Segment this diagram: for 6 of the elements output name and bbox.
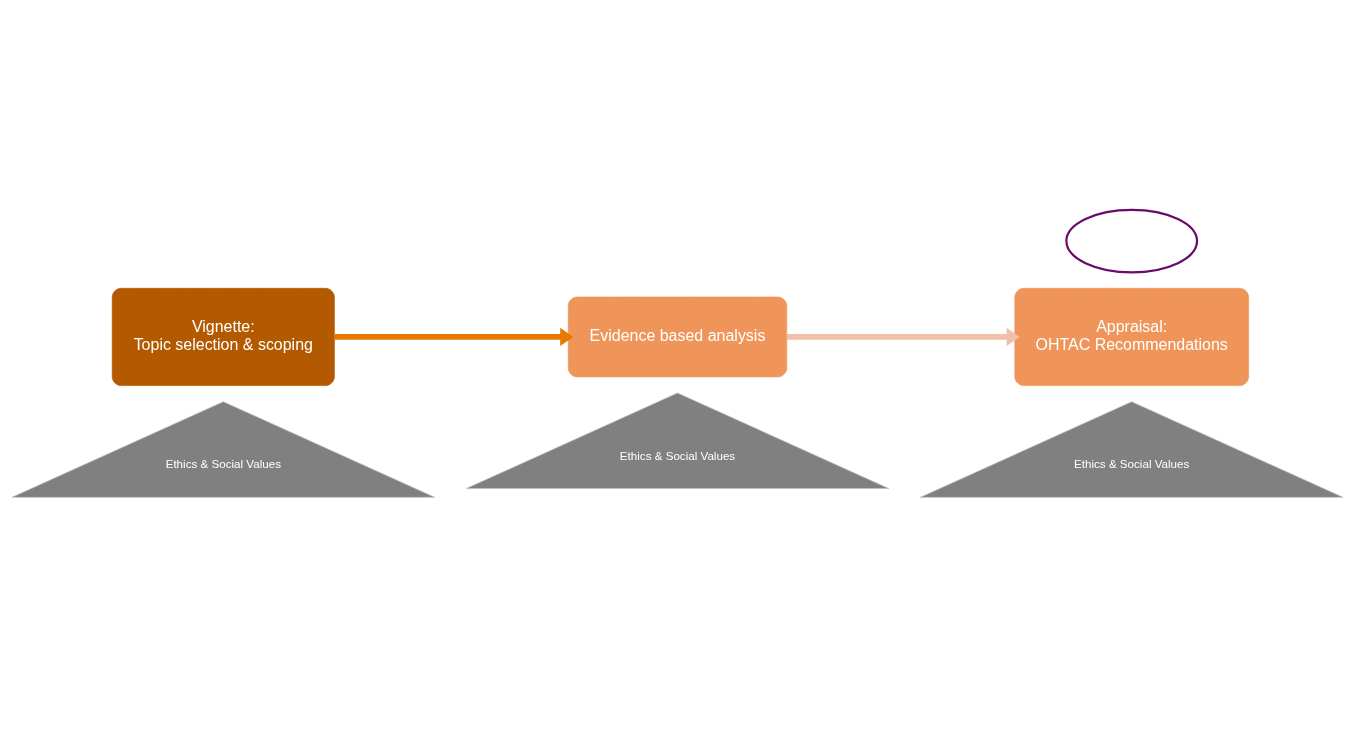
arrow xyxy=(786,327,1020,347)
node-box: Appraisal: OHTAC Recommendations xyxy=(1014,287,1249,386)
node-box: Vignette: Topic selection & scoping xyxy=(111,287,335,386)
arrow xyxy=(334,327,574,347)
node-box: Evidence based analysis xyxy=(567,296,788,378)
node-ellipse xyxy=(1065,208,1199,274)
